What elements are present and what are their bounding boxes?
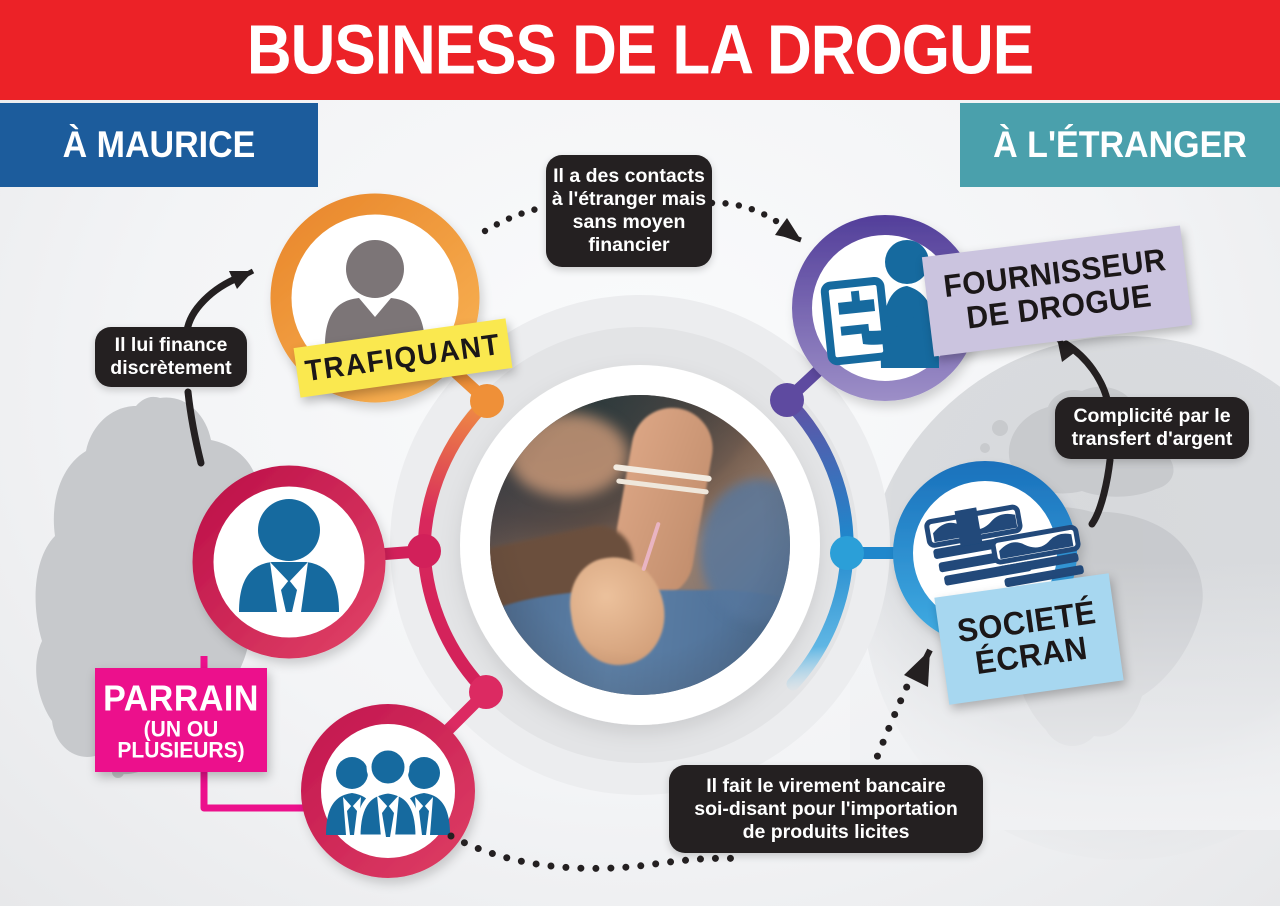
region-banner-maurice: À MAURICE <box>0 103 318 187</box>
parrain-circle <box>192 465 386 659</box>
photo-hand <box>508 413 628 497</box>
person-with-package-icon <box>820 240 939 368</box>
poster-title: BUSINESS DE LA DROGUE <box>246 11 1034 89</box>
callout-finance: Il lui finance discrètement <box>95 327 247 387</box>
header-banner: BUSINESS DE LA DROGUE <box>0 0 1280 100</box>
callout-contacts: Il a des contacts à l'étranger mais sans… <box>546 155 712 267</box>
arrow-parrain-to-trafiquant <box>183 268 255 467</box>
region-banner-etranger-label: À L'ÉTRANGER <box>993 123 1247 165</box>
complices-circle <box>301 704 475 878</box>
parrain-label: PARRAIN (UN OU PLUSIEURS) <box>95 668 267 772</box>
connector-arc-left <box>379 363 504 735</box>
photo-jeans <box>700 479 790 623</box>
callout-complicite: Complicité par le transfert d'argent <box>1055 397 1249 459</box>
callout-virement: Il fait le virement bancaire soi-disant … <box>669 765 983 853</box>
arrow-societe-to-fournisseur <box>1055 336 1114 528</box>
dotted-arrow-complices-to-societe <box>447 648 933 872</box>
people-group-icon <box>326 745 450 840</box>
connector-node <box>407 534 441 568</box>
businessman-icon <box>239 499 339 612</box>
region-banner-maurice-label: À MAURICE <box>62 123 256 165</box>
photo-vignette <box>490 395 790 695</box>
dotted-arrow-trafiquant-to-fournisseur <box>481 199 802 243</box>
region-banner-etranger: À L'ÉTRANGER <box>960 103 1280 187</box>
connector-node <box>830 536 864 570</box>
drug-injection-photo <box>490 395 790 695</box>
